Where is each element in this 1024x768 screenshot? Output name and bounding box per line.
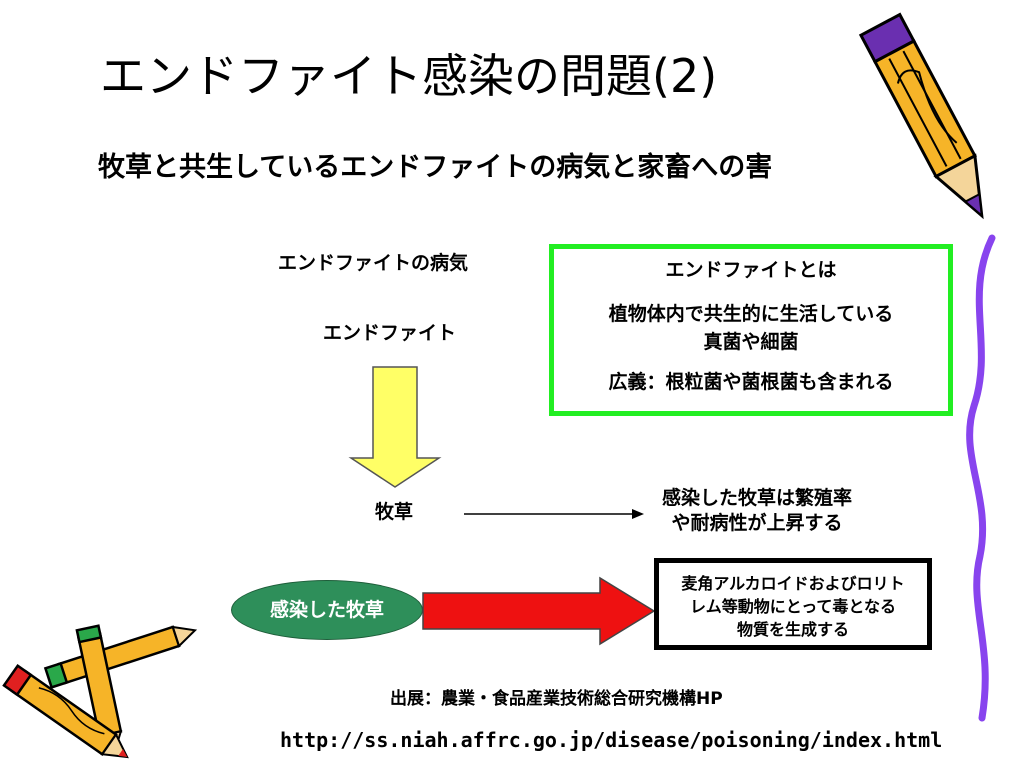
result-text: 感染した牧草は繁殖率 や耐病性が上昇する [662,486,852,536]
slide-title: エンドファイト感染の問題(2) [100,49,718,103]
result-line-1: 感染した牧草は繁殖率 [662,487,853,509]
definition-line-3: 広義：根粒菌や菌根菌も含まれる [608,371,894,393]
toxin-line-3: 物質を生成する [736,620,849,639]
endophyte-label: エンドファイト [323,322,457,344]
infected-grass-ellipse: 感染した牧草 [231,580,423,640]
wavy-border-icon [966,234,996,722]
yellow-down-arrow [348,366,442,488]
definition-box: エンドファイトとは 植物体内で共生的に生活している 真菌や細菌 広義：根粒菌や菌… [549,244,953,416]
crayons-icon [2,624,198,759]
definition-line-1: 植物体内で共生的に生活している [608,303,894,325]
slide-subtitle: 牧草と共生しているエンドファイトの病気と家畜への害 [98,152,773,183]
grass-label: 牧草 [375,501,414,523]
disease-label: エンドファイトの病気 [278,252,469,274]
toxin-box: 麦角アルカロイドおよびロリト レム等動物にとって毒となる 物質を生成する [654,558,932,650]
pencil-icon [858,12,984,220]
toxin-line-1: 麦角アルカロイドおよびロリト [681,574,905,593]
result-line-2: や耐病性が上昇する [671,512,843,534]
thin-right-arrow [464,509,644,519]
definition-line-2: 真菌や細菌 [703,331,799,353]
toxin-line-2: レム等動物にとって毒となる [690,597,896,616]
source-credit: 出展：農業・食品産業技術総合研究機構HP [390,689,723,709]
source-url: http://ss.niah.affrc.go.jp/disease/poiso… [280,728,943,752]
red-right-arrow [422,576,656,646]
definition-heading: エンドファイトとは [665,259,837,281]
